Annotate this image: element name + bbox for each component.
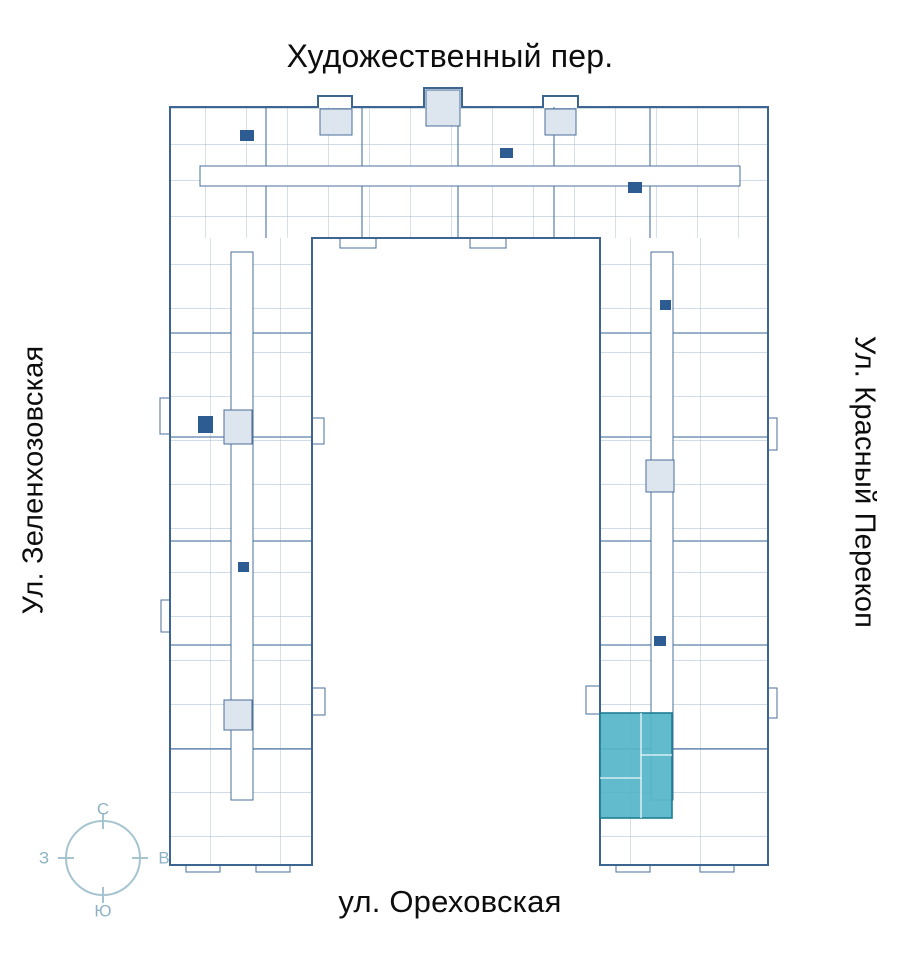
street-label-bottom: ул. Ореховская	[338, 884, 562, 919]
compass-north-label: С	[96, 799, 110, 819]
street-label-top: Художественный пер.	[286, 38, 614, 74]
selected-apartment[interactable]	[599, 712, 673, 819]
compass-south-label: Ю	[94, 901, 112, 921]
stair-cores	[223, 89, 675, 731]
corridor-left	[230, 251, 254, 801]
compass-west-label: З	[38, 848, 50, 868]
corridor-top	[199, 165, 741, 187]
compass-east-label: В	[158, 848, 170, 868]
selected-apartment-walls	[600, 713, 672, 818]
compass-circle-icon	[58, 813, 148, 903]
building-outline	[169, 87, 769, 866]
shaft-blocks	[198, 130, 671, 646]
compass-rose: С В Ю З	[33, 798, 183, 924]
selected-apartment-area[interactable]	[599, 712, 673, 819]
balconies	[159, 237, 778, 873]
